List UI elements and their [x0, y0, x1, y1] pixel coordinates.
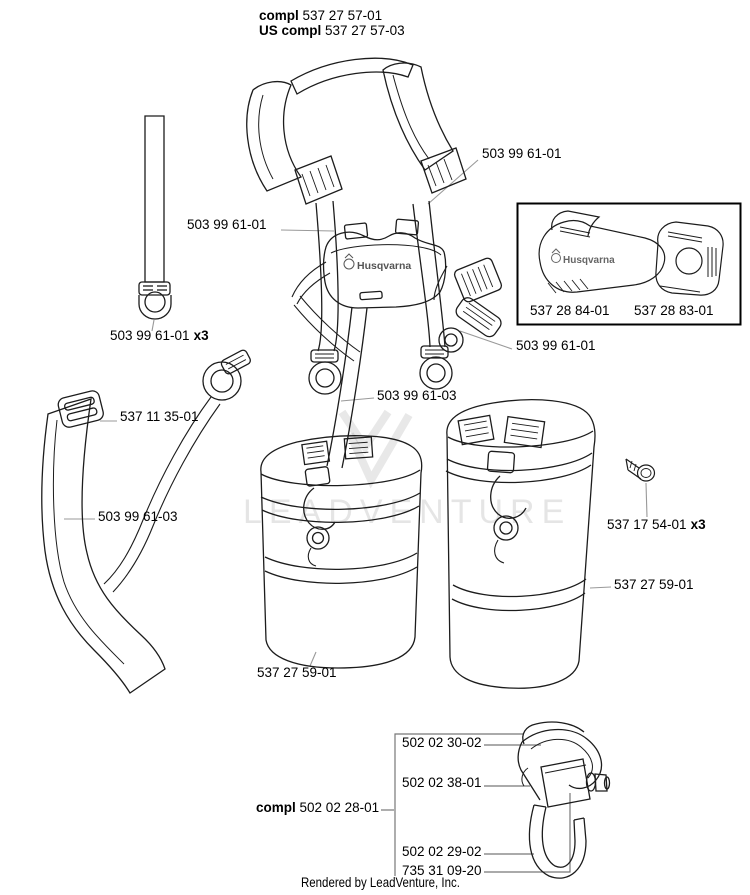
- part-label-hook-compl: compl 502 02 28-01: [256, 800, 379, 815]
- part-label-hook-bolt: 735 31 09-20: [402, 863, 482, 878]
- leader-harness-left: [280, 229, 335, 232]
- compl-label: compl: [256, 800, 296, 815]
- leader-strap-x3: [151, 319, 155, 332]
- leader-bag-left: [309, 651, 317, 667]
- part-label-center-strap: 503 99 61-03: [377, 388, 457, 403]
- inset-box: Husqvarna: [516, 202, 742, 326]
- bracket-line: [394, 733, 523, 876]
- part-label-harness-left: 503 99 61-01: [187, 217, 267, 232]
- curved-strap-drawing: [41, 349, 252, 694]
- bottom-bracket-lines: [381, 733, 571, 876]
- leader-shoulder-right: [427, 159, 479, 205]
- compl-label: compl: [259, 8, 299, 23]
- us-compl-part-number: 537 27 57-03: [325, 23, 405, 38]
- compl-part-number: 537 27 57-01: [302, 8, 383, 23]
- leader-lines: [64, 159, 648, 667]
- us-compl-label: US compl: [259, 23, 322, 38]
- footer-text: Rendered by LeadVenture, Inc.: [301, 874, 460, 890]
- leader-right-clip: [459, 330, 513, 350]
- quantity-x3: x3: [193, 328, 209, 343]
- part-label-hook-top: 502 02 30-02: [402, 735, 482, 750]
- husqvarna-plate-logo: Husqvarna: [343, 253, 411, 272]
- pad-left-drawing: Husqvarna: [538, 210, 666, 294]
- part-label-bag-right: 537 27 59-01: [614, 577, 694, 592]
- leader-hook-bolt: [484, 793, 571, 873]
- part-number: 503 99 61-01: [110, 328, 190, 343]
- part-number: 502 02 28-01: [299, 800, 380, 815]
- part-number: 537 17 54-01: [607, 517, 687, 532]
- part-label-hook-lower: 502 02 29-02: [402, 844, 482, 859]
- plate-logo-text: Husqvarna: [357, 260, 411, 272]
- part-label-pad-left: 537 28 84-01: [530, 303, 610, 318]
- quantity-x3: x3: [690, 517, 706, 532]
- diagram-title: compl 537 27 57-01 US compl 537 27 57-03: [259, 8, 405, 38]
- part-label-hook-clamp: 502 02 38-01: [402, 775, 482, 790]
- left-bag-drawing: [260, 435, 423, 669]
- leader-center-strap: [340, 397, 375, 402]
- pad-logo-text: Husqvarna: [563, 255, 615, 266]
- strap-part-drawing: [138, 115, 172, 320]
- part-label-bag-left: 537 27 59-01: [257, 665, 337, 680]
- screw-drawing: [625, 458, 656, 482]
- rendered-by-footer: Rendered by LeadVenture, Inc.: [301, 874, 495, 890]
- part-label-shoulder-right: 503 99 61-01: [482, 146, 562, 161]
- pad-right-drawing: [655, 221, 724, 296]
- leader-bag-right: [589, 586, 612, 589]
- right-bag-drawing: [445, 399, 596, 689]
- part-label-right-clip: 503 99 61-01: [516, 338, 596, 353]
- part-label-buckle: 537 11 35-01: [120, 409, 199, 424]
- leader-screw: [645, 482, 648, 518]
- hook-assembly-drawing: [517, 721, 611, 879]
- part-label-curved-strap: 503 99 61-03: [98, 509, 178, 524]
- harness-assembly-drawing: Husqvarna: [246, 57, 503, 469]
- part-label-pad-right: 537 28 83-01: [634, 303, 714, 318]
- buckle-drawing: [57, 390, 104, 428]
